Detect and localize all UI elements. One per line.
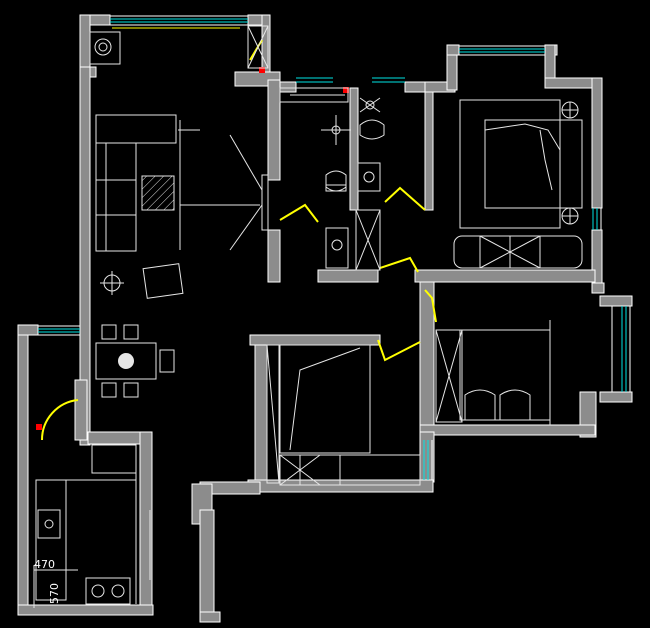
coffee-table [141,175,175,211]
marker-kitchen [36,424,42,430]
bed-second [435,320,551,425]
bathroom-fixtures [279,87,385,271]
dimension-label-horizontal: 470 [34,558,55,571]
door-bedroom-side [424,289,437,323]
kitchen-fixtures [35,444,151,605]
furniture [33,25,583,608]
bed-master [453,99,583,269]
window-bath-top [296,77,405,83]
washing-machine [89,31,121,65]
markers [36,67,349,430]
dimension-frame [33,565,78,608]
doors [40,27,437,441]
window-bedroom-top [459,45,545,56]
marker-top [259,67,265,73]
storage-cabinet-top [247,25,269,69]
door-bath-right [384,186,426,211]
armchair [100,263,184,299]
window-living-top [110,15,248,26]
door-bath [279,203,319,223]
light-fixture [180,134,269,251]
dimension-label-vertical: 570 [48,583,61,604]
walls [17,14,633,623]
window-kitchen-top [38,325,80,336]
window-bay-right [611,306,631,392]
dining-table [95,324,175,398]
sofa [95,114,200,252]
door-bedroom-lower [377,339,421,362]
door-bedroom-main [379,256,419,273]
window-bedroom-lower [423,440,433,480]
door-kitchen [40,399,79,441]
bed-third [266,344,421,486]
marker-bath [343,87,349,93]
windows [38,15,631,480]
window-bedroom-right [592,208,602,230]
